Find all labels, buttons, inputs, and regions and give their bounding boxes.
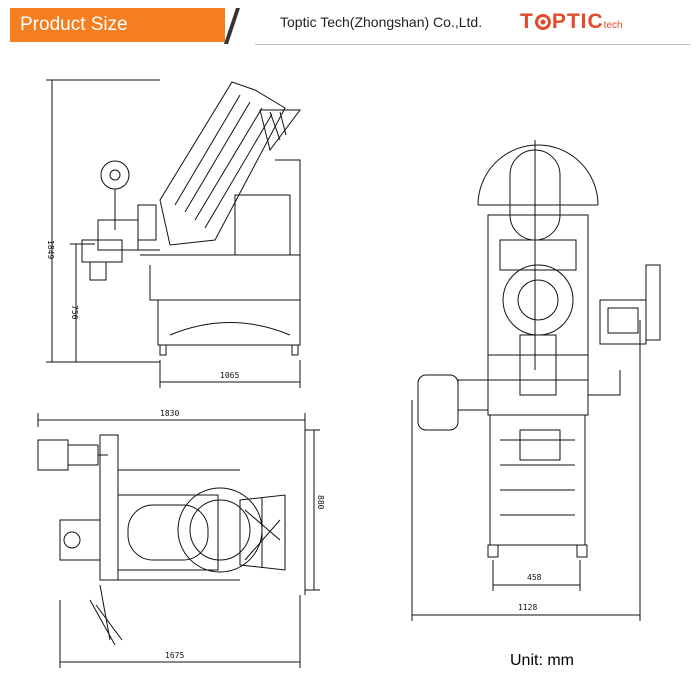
- brand-logo: T PTICtech: [520, 10, 623, 34]
- brand-letter: T: [520, 10, 534, 33]
- unit-label: Unit: mm: [510, 652, 574, 669]
- company-name: Toptic Tech(Zhongshan) Co.,Ltd.: [280, 14, 483, 30]
- header-rule: [255, 44, 690, 45]
- dim-side-lower-height: 750: [70, 305, 79, 320]
- section-title: Product Size: [10, 8, 225, 42]
- front-view: 458 1128: [411, 140, 661, 621]
- dim-top-overall: 1675: [165, 651, 184, 660]
- dim-side-height: 1849: [46, 240, 55, 259]
- dim-front-leg-span: 458: [527, 573, 542, 582]
- brand-sub: tech: [603, 20, 623, 31]
- side-view: 1065 1849 750: [46, 79, 301, 388]
- slash-divider: [224, 8, 240, 44]
- dim-front-width: 1128: [518, 603, 537, 612]
- dim-top-width: 1830: [160, 409, 179, 418]
- header-bar: Product Size Toptic Tech(Zhongshan) Co.,…: [0, 0, 700, 50]
- brand-letters: PTIC: [551, 10, 604, 33]
- top-view: 1830 880 1675: [37, 409, 325, 668]
- dim-side-base-width: 1065: [220, 371, 239, 380]
- dim-top-depth: 880: [316, 495, 325, 510]
- brand-o-icon: [534, 14, 551, 30]
